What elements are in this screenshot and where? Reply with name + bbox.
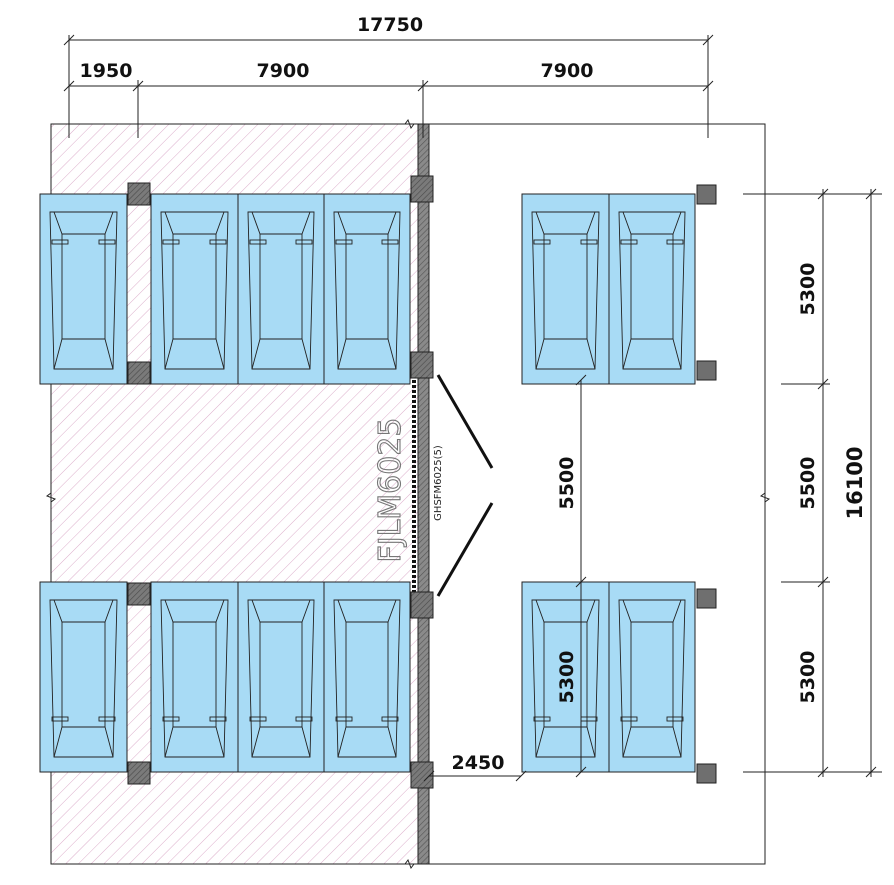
structural-column [696, 360, 717, 381]
parking-car [521, 581, 610, 773]
parking-car [608, 581, 696, 773]
structural-column [410, 351, 434, 379]
dim-middle-aisle: 5500 [797, 457, 819, 510]
structural-column [127, 761, 151, 785]
inner-dimensions: 5500 5300 2450 [423, 374, 587, 782]
structural-column [696, 763, 717, 784]
dim-aisle-vertical: 5500 [556, 457, 578, 510]
structural-column [127, 361, 151, 385]
parking-car [237, 581, 325, 773]
parking-car [150, 193, 239, 385]
structural-column [127, 582, 151, 606]
shutter-label-small: GHSFM6025(5) [433, 445, 444, 521]
structural-column [410, 175, 434, 203]
dim-left-segment: 1950 [80, 60, 133, 82]
central-wall [417, 123, 430, 865]
parking-car [39, 193, 128, 385]
structural-column [127, 182, 151, 206]
dim-lower-bay: 5300 [797, 651, 819, 704]
dim-middle-segment: 7900 [257, 60, 310, 82]
dim-upper-bay: 5300 [797, 263, 819, 316]
dim-lower-car-length: 5300 [556, 651, 578, 704]
parking-cars [39, 193, 696, 773]
parking-car [237, 193, 325, 385]
break-marks [45, 118, 771, 870]
top-dimensions: 17750 1950 7900 7900 [63, 14, 714, 138]
parking-car [608, 193, 696, 385]
dim-overall-width: 17750 [357, 14, 423, 36]
structural-column [696, 184, 717, 205]
parking-car [150, 581, 239, 773]
columns [127, 175, 717, 789]
structural-column [410, 761, 434, 789]
structural-column [696, 588, 717, 609]
entrance-gate-lines [436, 374, 494, 597]
parking-car [39, 581, 128, 773]
structural-column [410, 591, 434, 619]
parking-car [521, 193, 610, 385]
shutter-label-large: FJLM6025 [373, 417, 408, 562]
parking-car [323, 581, 411, 773]
dim-overall-depth: 16100 [843, 446, 867, 519]
right-dimensions: 5300 5500 5300 16100 [743, 188, 882, 778]
dim-setback: 2450 [452, 752, 505, 774]
dim-right-segment: 7900 [541, 60, 594, 82]
parking-car [323, 193, 411, 385]
